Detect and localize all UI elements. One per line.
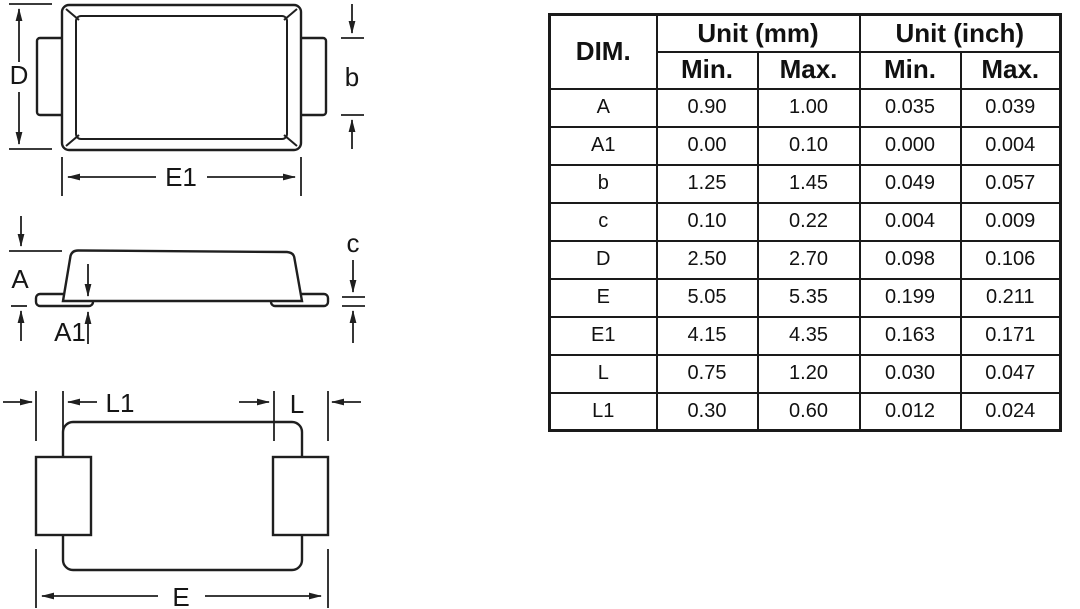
table-cell: 0.211 [959,277,1062,318]
table-cell: E [548,277,658,318]
header-unit-inch: Unit (inch) [858,13,1062,53]
dimension-c: c [342,228,365,343]
table-cell: 2.70 [756,239,861,280]
table-cell: b [548,163,658,204]
dimension-b: b [341,4,364,149]
table-cell: 0.199 [858,277,962,318]
table-header: DIM. Unit (mm) Unit (inch) Min. Max. Min… [548,13,1062,90]
pad-left [34,455,93,537]
dimension-L: L [239,389,361,441]
table-cell: 4.15 [655,315,759,356]
body-bottom-view [61,420,304,572]
header-max-inch: Max. [959,50,1062,90]
dim-label-A: A [11,264,29,294]
table-cell: c [548,201,658,242]
table-cell: L1 [548,391,658,432]
side-view: A A1 c [9,216,365,347]
dim-label-D: D [10,60,29,90]
table-cell: 0.30 [655,391,759,432]
table-cell: 0.163 [858,315,962,356]
table-cell: 0.10 [756,125,861,166]
table-cell: 0.000 [858,125,962,166]
table-row: L1 0.30 0.60 0.012 0.024 [548,391,1062,432]
table-cell: A [548,87,658,128]
table-cell: 0.047 [959,353,1062,394]
table-cell: 5.35 [756,277,861,318]
table-header-row-minmax: Min. Max. Min. Max. [550,50,1062,90]
table-cell: 2.50 [655,239,759,280]
table-cell: 0.057 [959,163,1062,204]
table-cell: E1 [548,315,658,356]
table-cell: 4.35 [756,315,861,356]
table-row: L 0.75 1.20 0.030 0.047 [548,353,1062,394]
table-cell: 0.030 [858,353,962,394]
header-min-inch: Min. [858,50,962,90]
dimension-A1: A1 [54,264,92,347]
dim-label-A1: A1 [54,317,86,347]
table-cell: 0.035 [858,87,962,128]
dim-label-b: b [345,62,359,92]
table-row: D 2.50 2.70 0.098 0.106 [548,239,1062,280]
table-cell: 5.05 [655,277,759,318]
dimension-A: A [9,216,62,341]
table-cell: 0.60 [756,391,861,432]
dim-label-L: L [290,389,304,419]
table-cell: 0.004 [959,125,1062,166]
dimension-table: DIM. Unit (mm) Unit (inch) Min. Max. Min… [548,13,1062,432]
table-row: E 5.05 5.35 0.199 0.211 [548,277,1062,318]
body-bevel-edges [65,8,298,147]
dim-label-E1: E1 [165,162,197,192]
body-outer-top-view [60,3,303,152]
table-body: A 0.90 1.00 0.035 0.039 A1 0.00 0.10 0.0… [548,87,1062,432]
table-header-row-units: DIM. Unit (mm) Unit (inch) [548,13,1062,90]
header-max-mm: Max. [756,50,861,90]
table-cell: D [548,239,658,280]
pad-right [271,455,330,537]
table-cell: 0.22 [756,201,861,242]
package-drawing: D b E1 [3,3,365,609]
table-row: c 0.10 0.22 0.004 0.009 [548,201,1062,242]
table-cell: 0.10 [655,201,759,242]
dim-label-E: E [172,582,189,609]
table-cell: 0.098 [858,239,962,280]
bottom-view: L1 L E [3,388,361,609]
dimension-E: E [35,549,329,609]
table-cell: 1.20 [756,353,861,394]
header-unit-mm: Unit (mm) [655,13,861,53]
tab-right [297,36,328,117]
table-cell: 0.024 [959,391,1062,432]
dimension-E1: E1 [61,157,302,196]
table-cell: 1.00 [756,87,861,128]
table-cell: 0.009 [959,201,1062,242]
table-cell: 1.25 [655,163,759,204]
table-row: A 0.90 1.00 0.035 0.039 [548,87,1062,128]
dim-label-L1: L1 [106,388,135,418]
tab-left [35,36,66,117]
table-cell: 0.75 [655,353,759,394]
dimension-L1: L1 [3,388,134,441]
table-cell: 0.012 [858,391,962,432]
table-cell: 0.039 [959,87,1062,128]
table-cell: A1 [548,125,658,166]
table-cell: L [548,353,658,394]
dim-label-c: c [347,228,360,258]
dimension-D: D [9,3,52,150]
table-cell: 0.004 [858,201,962,242]
table-cell: 0.106 [959,239,1062,280]
table-row: E1 4.15 4.35 0.163 0.171 [548,315,1062,356]
body-side-profile [61,249,304,303]
top-view: D b E1 [9,3,364,196]
table-cell: 0.049 [858,163,962,204]
header-dim: DIM. [548,13,658,90]
header-min-mm: Min. [655,50,759,90]
table-row: A1 0.00 0.10 0.000 0.004 [548,125,1062,166]
table-row: b 1.25 1.45 0.049 0.057 [548,163,1062,204]
table-cell: 0.90 [655,87,759,128]
table-cell: 0.00 [655,125,759,166]
table-cell: 1.45 [756,163,861,204]
table-cell: 0.171 [959,315,1062,356]
